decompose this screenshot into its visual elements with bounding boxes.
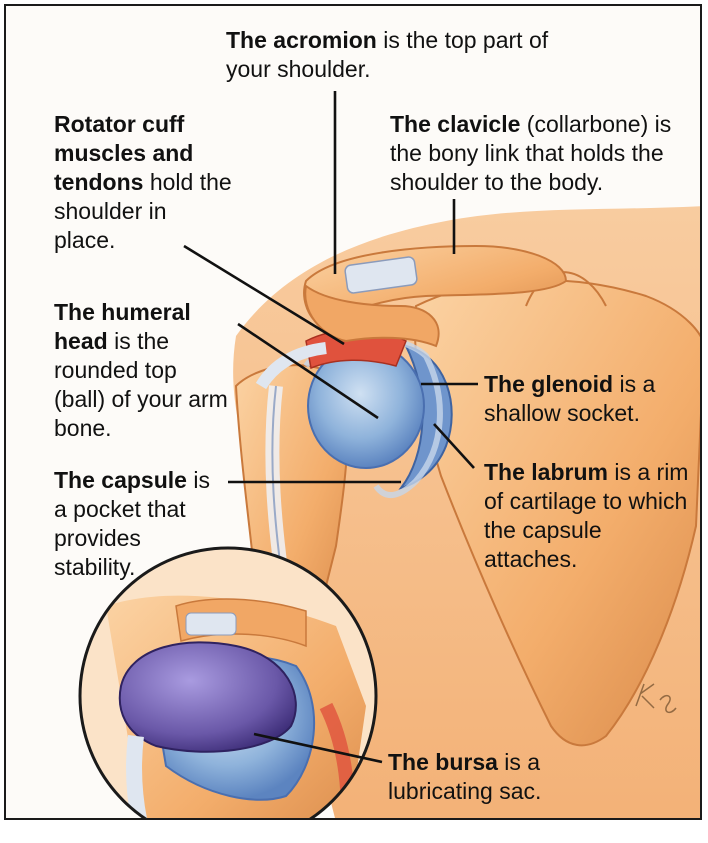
label-acromion: The acromion is the top part of your sho… bbox=[226, 26, 556, 84]
label-capsule: The capsule is a pocket that provides st… bbox=[54, 466, 224, 582]
bursa bbox=[120, 642, 296, 751]
label-labrum: The labrum is a rim of cartilage to whic… bbox=[484, 458, 699, 574]
label-humeral-head: The humeral head is the rounded top (bal… bbox=[54, 298, 229, 443]
diagram-frame: The acromion is the top part of your sho… bbox=[4, 4, 702, 820]
label-glenoid: The glenoid is a shallow socket. bbox=[484, 370, 699, 428]
label-rotator-cuff: Rotator cuff muscles and tendons hold th… bbox=[54, 110, 232, 255]
label-clavicle: The clavicle (collarbone) is the bony li… bbox=[390, 110, 692, 197]
label-bursa: The bursa is a lubricating sac. bbox=[388, 748, 588, 806]
